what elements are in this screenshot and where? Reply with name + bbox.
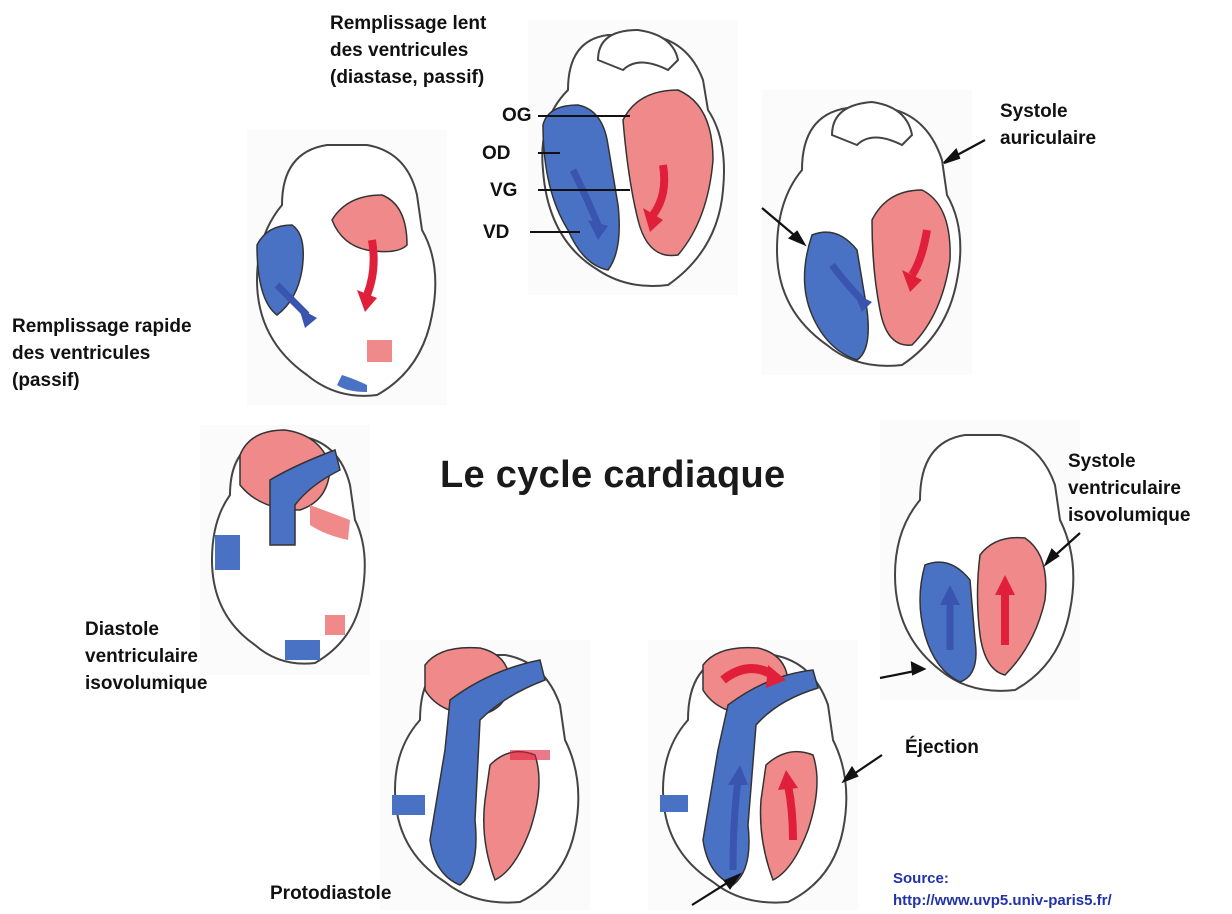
- label-protodiastole: Protodiastole: [270, 880, 391, 907]
- source-credit: Source: http://www.uvp5.univ-paris5.fr/: [893, 868, 1112, 912]
- source-url[interactable]: http://www.uvp5.univ-paris5.fr/: [893, 890, 1112, 912]
- source-label: Source:: [893, 868, 1112, 890]
- chamber-label-og: OG: [502, 102, 532, 129]
- label-slow-filling: Remplissage lent des ventricules (diasta…: [330, 10, 486, 91]
- label-atrial-systole: Systole auriculaire: [1000, 98, 1096, 152]
- chamber-label-vg: VG: [490, 177, 517, 204]
- label-iso-systole: Systole ventriculaire isovolumique: [1068, 448, 1190, 529]
- chamber-label-od: OD: [482, 140, 511, 167]
- label-iso-diastole: Diastole ventriculaire isovolumique: [85, 616, 207, 697]
- label-ejection: Éjection: [905, 734, 979, 761]
- label-rapid-filling: Remplissage rapide des ventricules (pass…: [12, 313, 192, 394]
- chamber-label-vd: VD: [483, 219, 509, 246]
